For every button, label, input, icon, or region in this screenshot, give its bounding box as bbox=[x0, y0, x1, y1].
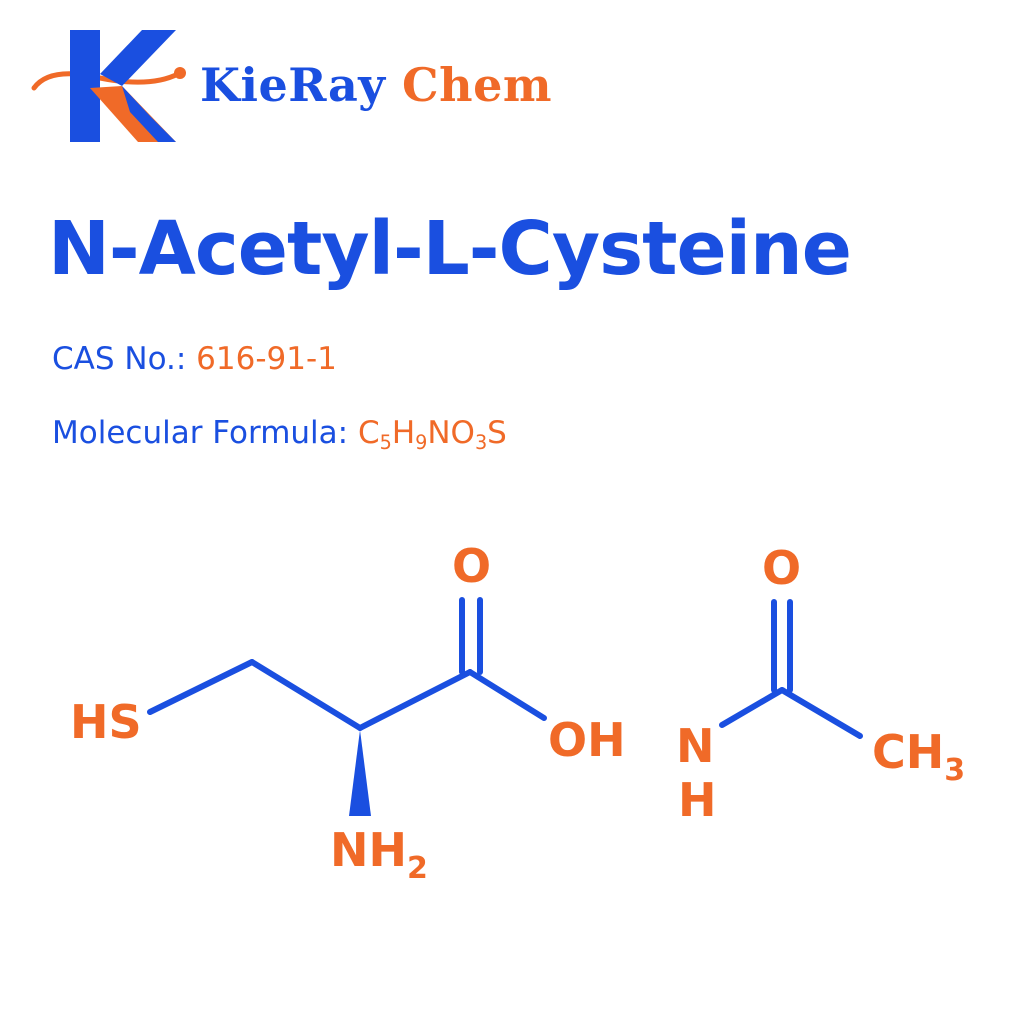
formula-o-count: 3 bbox=[474, 430, 488, 454]
label-n: N bbox=[676, 719, 715, 773]
label-ch3: CH3 bbox=[872, 725, 965, 788]
label-o-carboxyl: O bbox=[452, 539, 491, 593]
label-o-acetyl: O bbox=[762, 541, 801, 595]
formula-label: Molecular Formula: bbox=[52, 415, 349, 451]
label-ch-sub: 3 bbox=[944, 753, 965, 788]
brand-name-part2: Chem bbox=[385, 58, 553, 112]
cas-row: CAS No.: 616-91-1 bbox=[52, 344, 337, 375]
label-h: H bbox=[678, 773, 717, 827]
label-oh: OH bbox=[548, 713, 626, 767]
label-nh: NH bbox=[330, 823, 407, 877]
formula-row: Molecular Formula: C5H9NO3S bbox=[52, 415, 507, 454]
bond-ch2-ca bbox=[249, 659, 363, 731]
bond-c-oh bbox=[467, 669, 547, 721]
label-hs: HS bbox=[70, 695, 142, 749]
chemical-structure: HS O OH NH2 O N H CH3 bbox=[70, 539, 965, 886]
label-nh2: NH2 bbox=[330, 823, 428, 886]
formula-value: C5H9NO3S bbox=[357, 415, 507, 454]
product-title: N-Acetyl-L-Cysteine bbox=[48, 206, 852, 292]
brand-name-part1: KieRay bbox=[200, 58, 386, 112]
bond-ca-cooh bbox=[357, 669, 473, 731]
formula-h: H bbox=[391, 415, 416, 451]
cas-value: 616-91-1 bbox=[196, 341, 337, 377]
bond-c-ch3 bbox=[779, 687, 863, 739]
formula-h-count: 9 bbox=[415, 430, 428, 454]
wedge-bond bbox=[349, 730, 371, 816]
formula-c: C bbox=[357, 415, 380, 451]
cas-label: CAS No.: bbox=[52, 341, 187, 377]
bond-n-c bbox=[719, 687, 785, 728]
label-nh-sub: 2 bbox=[407, 851, 428, 886]
label-ch: CH bbox=[872, 725, 944, 779]
formula-no: NO bbox=[427, 415, 475, 451]
brand-name: KieRay Chem bbox=[200, 62, 552, 108]
formula-c-count: 5 bbox=[379, 430, 392, 454]
bond-s-ch2 bbox=[147, 659, 255, 715]
kieray-logo-icon bbox=[31, 30, 186, 142]
formula-s: S bbox=[487, 415, 507, 451]
